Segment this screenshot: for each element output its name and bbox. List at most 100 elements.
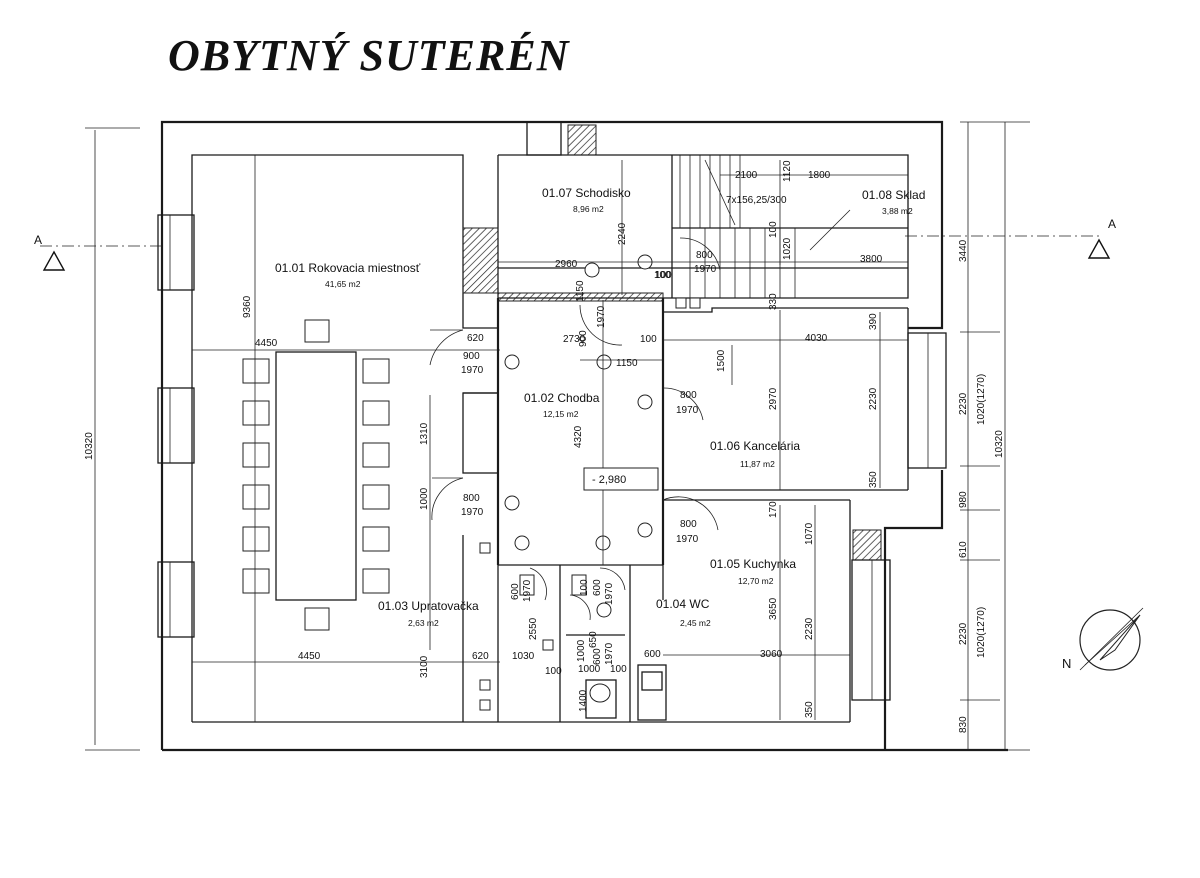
dimension-lines (85, 121, 1030, 751)
dim-label: 170 (768, 501, 779, 518)
dim-label: 1970 (676, 534, 699, 545)
dim-label: 9360 (242, 295, 253, 318)
dim-label: 2230 (868, 387, 879, 410)
stair-spec: 7x156,25/300 (726, 195, 787, 206)
dim-label: 1970 (522, 579, 533, 602)
hatched-walls (462, 121, 882, 561)
conference-table (242, 319, 390, 631)
level-mark: - 2,980 (583, 467, 659, 491)
dim-label: 1970 (604, 582, 615, 605)
dim-label: 100 (768, 221, 779, 238)
dim-label: 2100 (735, 170, 758, 181)
dim-label: 2960 (555, 259, 578, 270)
room-name: 01.05 Kuchynka (710, 557, 796, 571)
dim-label: 1400 (578, 689, 589, 712)
section-label-right: A (1108, 217, 1116, 231)
room-labels: 01.01 Rokovacia miestnosť 41,65 m2 01.02… (275, 186, 925, 628)
dim-label: 1970 (596, 305, 607, 328)
dim-label: 800 (463, 493, 480, 504)
dim-label: 2240 (617, 222, 628, 245)
dim-label: 3800 (860, 254, 883, 265)
section-label-left: A (34, 233, 42, 247)
dim-label: 800 (680, 519, 697, 530)
dim-label: 100 (654, 270, 671, 281)
dim-label: 650 (588, 631, 599, 648)
dim-label: 1120 (782, 160, 793, 182)
dim-label: 4030 (805, 333, 828, 344)
dim-label: 3440 (958, 239, 969, 262)
dim-label: 2550 (528, 617, 539, 640)
dim-label: 100 (545, 666, 562, 677)
dim-label: 390 (868, 313, 879, 330)
dim-label: 1970 (461, 507, 484, 518)
fixtures (479, 297, 701, 721)
room-area: 41,65 m2 (325, 279, 361, 289)
dim-label: 1800 (808, 170, 831, 181)
room-name: 01.04 WC (656, 597, 710, 611)
dim-label: 800 (696, 250, 713, 261)
room-name: 01.02 Chodba (524, 391, 600, 405)
dim-label: 620 (467, 333, 484, 344)
dim-label: 4450 (255, 338, 278, 349)
dim-label: 350 (868, 471, 879, 488)
dim-label: 600 (592, 648, 603, 665)
dim-label: 1150 (575, 280, 586, 302)
dim-label: 3060 (760, 649, 783, 660)
dim-label: 1000 (419, 487, 430, 510)
dim-label: 330 (768, 293, 779, 310)
dim-label: 600 (510, 583, 521, 600)
room-name: 01.07 Schodisko (542, 186, 631, 200)
dim-label: 100 (655, 270, 672, 281)
dimension-labels: 4450 4450 9360 10320 620 900 1970 1310 1… (84, 160, 1005, 733)
dim-label: 1970 (676, 405, 699, 416)
doors (429, 237, 721, 621)
dim-label: 10320 (84, 432, 95, 460)
room-name: 01.01 Rokovacia miestnosť (275, 261, 421, 275)
room-area: 12,15 m2 (543, 409, 579, 419)
dim-label: 100 (579, 579, 590, 596)
dim-label: 350 (804, 701, 815, 718)
dim-label: 900 (578, 330, 589, 347)
room-name: 01.06 Kancelária (710, 439, 800, 453)
dim-label: 3100 (419, 655, 430, 678)
room-area: 3,88 m2 (882, 206, 913, 216)
dim-label: 1500 (716, 349, 727, 372)
outer-walls (160, 120, 1008, 752)
dim-label: 1970 (604, 642, 615, 665)
dim-label: 1020(1270) (976, 607, 987, 658)
dim-label: 10320 (994, 430, 1005, 458)
room-area: 8,96 m2 (573, 204, 604, 214)
dim-label: 830 (958, 716, 969, 733)
level-mark-text: - 2,980 (592, 474, 626, 486)
north-arrow: N (1062, 607, 1144, 671)
dim-label: 980 (958, 491, 969, 508)
dim-label: 1970 (461, 365, 484, 376)
dim-label: 600 (644, 649, 661, 660)
section-line-a (40, 235, 1100, 247)
dim-label: 600 (592, 579, 603, 596)
dim-label: 1000 (578, 664, 601, 675)
dim-label: 800 (680, 390, 697, 401)
section-marker-right: A (1087, 217, 1116, 259)
room-name: 01.03 Upratovačka (378, 599, 479, 613)
dim-label: 620 (472, 651, 489, 662)
dim-label: 3650 (768, 597, 779, 620)
windows-left (157, 214, 947, 701)
dim-label: 1070 (804, 522, 815, 545)
dim-label: 1310 (419, 422, 430, 445)
dim-label: 1970 (694, 264, 717, 275)
interior-walls (462, 155, 909, 722)
dim-label: 900 (463, 351, 480, 362)
dim-label: 2730 (563, 334, 586, 345)
dim-label: 2230 (804, 617, 815, 640)
dim-label: 100 (610, 664, 627, 675)
dim-label: 1150 (616, 358, 638, 369)
dim-label: 610 (958, 541, 969, 558)
dim-label: 4320 (573, 425, 584, 448)
north-label: N (1062, 656, 1071, 671)
room-area: 2,45 m2 (680, 618, 711, 628)
dim-label: 1020 (782, 237, 793, 260)
section-marker-left: A (34, 233, 66, 271)
dim-label: 2970 (768, 387, 779, 410)
